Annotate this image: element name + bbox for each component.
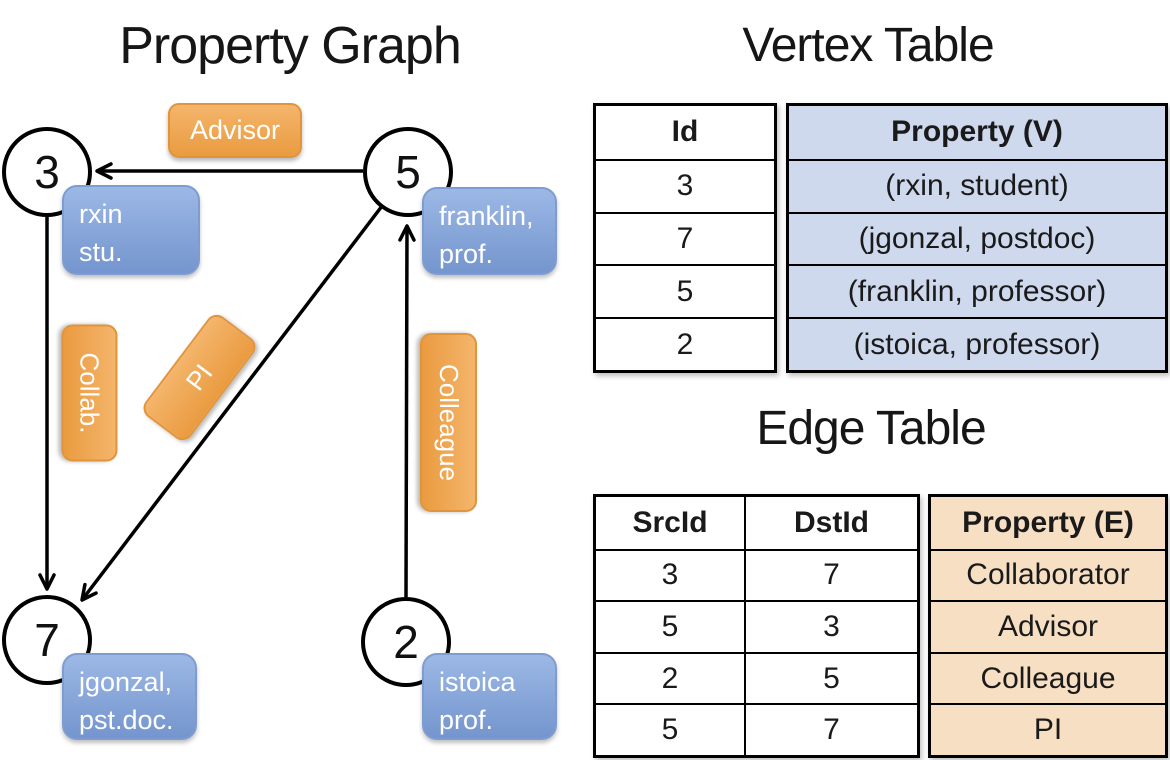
edge-label-advisor: Advisor	[168, 103, 302, 158]
vertex-table-id-cell: 5	[596, 264, 774, 317]
vertex-table-id-header: Id	[671, 115, 699, 149]
edge-table-property-cell: Colleague	[931, 651, 1165, 704]
vertex-label-istoica: istoica prof.	[422, 653, 557, 740]
edge-label-colleague: Colleague	[420, 333, 477, 512]
graph-node-7-id: 7	[34, 614, 60, 666]
vertex-table-property-cell: (franklin, professor)	[789, 264, 1165, 318]
edge-table-dstid-cell: 3	[744, 600, 917, 652]
edge-table-srcid-cell: 2	[596, 651, 744, 704]
vertex-table-property-cell: (jgonzal, postdoc)	[789, 211, 1165, 265]
vertex-label-rxin: rxin stu.	[62, 185, 200, 275]
vertex-label-istoica-line1: istoica	[439, 667, 516, 697]
edge-table-property-cell: Collaborator	[931, 548, 1165, 601]
vertex-label-franklin-line2: prof.	[439, 239, 494, 269]
vertex-label-jgonzal-line1: jgonzal,	[79, 667, 173, 697]
edge-table-dstid-cell: 7	[744, 703, 917, 755]
vertex-label-franklin-line1: franklin,	[439, 201, 534, 231]
edge-label-pi-text: PI	[179, 358, 219, 397]
edge-label-collab: Collab.	[61, 324, 118, 462]
edge-table-dstid-cell: 7	[744, 548, 917, 601]
vertex-table-property-header: Property (V)	[789, 106, 1165, 159]
vertex-table-property-column: Property (V) (rxin, student) (jgonzal, p…	[786, 103, 1168, 373]
edge-2-to-5-line	[398, 224, 416, 598]
edge-table-dstid-cell: 5	[744, 651, 917, 704]
edge-5-to-7-line	[80, 204, 384, 602]
edge-table-srcid-header: SrcId	[632, 505, 708, 539]
graph-edges-layer	[38, 162, 416, 602]
property-graph-title: Property Graph	[119, 17, 462, 75]
vertex-table-property-cell: (rxin, student)	[789, 158, 1165, 212]
edge-table-title: Edge Table	[756, 402, 986, 455]
vertex-table-id-cell: 2	[596, 317, 774, 370]
graph-node-5-id: 5	[395, 146, 421, 198]
edge-label-advisor-text: Advisor	[189, 115, 281, 145]
graph-node-2: 2	[361, 597, 451, 687]
edge-table-id-columns: SrcId DstId 3 7 5 3 2 5 5 7	[593, 494, 920, 758]
vertex-table-id-cell: 3	[596, 158, 774, 212]
edge-table-srcid-cell: 5	[596, 703, 744, 755]
edge-table-property-header: Property (E)	[931, 497, 1165, 549]
edge-table-srcid-cell: 5	[596, 600, 744, 652]
vertex-label-rxin-line2: stu.	[79, 237, 123, 267]
vertex-label-istoica-line2: prof.	[439, 705, 494, 735]
graph-node-3-id: 3	[34, 146, 60, 198]
vertex-table-id-cell: 7	[596, 211, 774, 265]
vertex-label-jgonzal-line2: pst.doc.	[79, 705, 174, 735]
edge-label-collab-text: Collab.	[75, 352, 105, 434]
edge-label-colleague-text: Colleague	[434, 363, 464, 482]
vertex-label-rxin-line1: rxin	[79, 199, 123, 229]
graph-node-5: 5	[363, 127, 453, 217]
vertex-table-property-cell: (istoica, professor)	[789, 317, 1165, 370]
edge-table-srcid-cell: 3	[596, 548, 744, 601]
edge-table-property-cell: Advisor	[931, 600, 1165, 652]
vertex-table-title: Vertex Table	[742, 19, 994, 72]
vertex-label-jgonzal: jgonzal, pst.doc.	[62, 653, 197, 740]
edge-table-dstid-header: DstId	[744, 497, 917, 549]
graph-node-2-id: 2	[393, 616, 419, 668]
edge-table-property-column: Property (E) Collaborator Advisor Collea…	[928, 494, 1168, 758]
vertex-table-id-column: Id 3 7 5 2	[593, 103, 777, 373]
edge-table-property-cell: PI	[931, 703, 1165, 755]
vertex-label-franklin: franklin, prof.	[422, 187, 557, 275]
